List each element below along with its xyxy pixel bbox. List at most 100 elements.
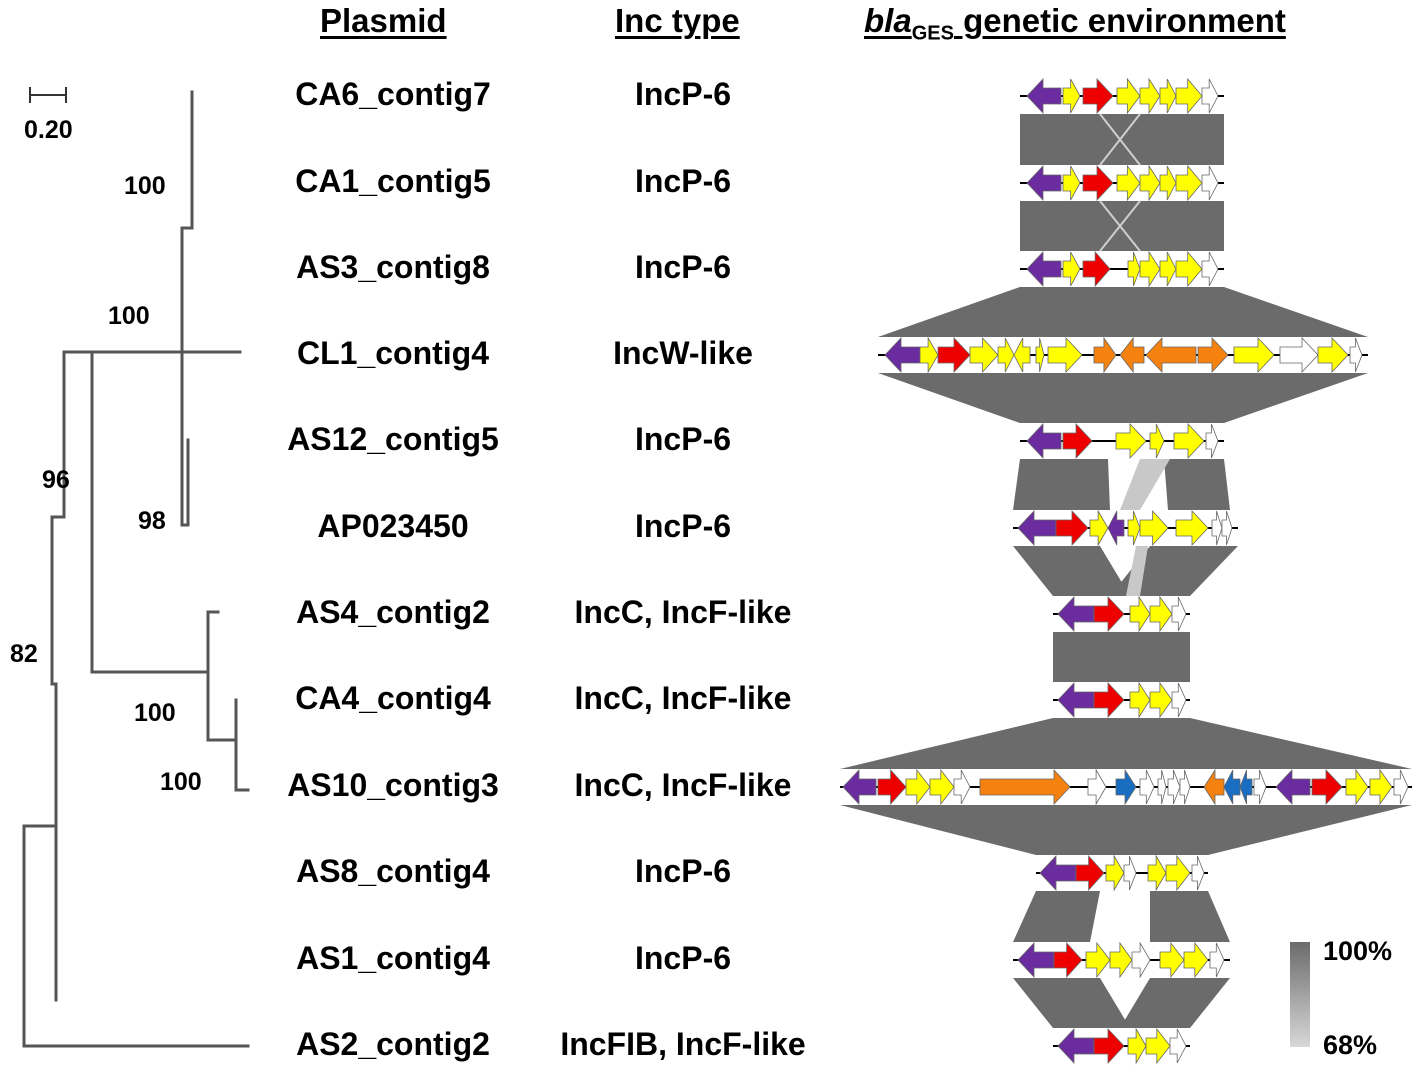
- inversion-line: [1099, 200, 1141, 252]
- gene-arrow: [1139, 769, 1155, 805]
- gene-arrow: [1223, 769, 1241, 805]
- gene-arrow: [1119, 336, 1145, 374]
- scale-bar-label: 0.20: [24, 116, 73, 144]
- gene-arrow: [1173, 422, 1205, 460]
- plasmid-name: AS4_contig2: [296, 594, 490, 630]
- gene-arrow: [1139, 250, 1161, 288]
- gene-arrow: [929, 768, 955, 806]
- bootstrap-label: 100: [134, 699, 176, 727]
- gene-arrow: [1039, 854, 1077, 892]
- gene-arrow: [1201, 165, 1219, 201]
- gene-arrow: [1087, 768, 1107, 806]
- identity-legend-bar: [1290, 942, 1310, 1047]
- gene-arrow: [969, 336, 999, 374]
- gene-arrow: [877, 768, 907, 806]
- homology-block: [1020, 114, 1224, 165]
- gene-arrow: [1116, 164, 1141, 202]
- gene-arrow: [1317, 336, 1349, 374]
- gene-map: [1036, 854, 1208, 892]
- gene-map: [1020, 422, 1224, 460]
- gene-arrow: [1026, 164, 1062, 202]
- inc-type: IncC, IncF-like: [574, 680, 792, 716]
- gene-arrow: [1105, 854, 1125, 892]
- header-env-italic: bla: [864, 2, 912, 39]
- header-inc-type: Inc type: [615, 2, 740, 39]
- gene-maps: [840, 77, 1412, 1065]
- gene-map: [1020, 250, 1224, 288]
- gene-arrow: [1149, 423, 1165, 459]
- inc-type: IncP-6: [634, 508, 732, 544]
- gene-arrow: [1062, 165, 1081, 201]
- plasmid-name: AS2_contig2: [296, 1026, 490, 1062]
- gene-arrow: [1139, 509, 1169, 547]
- gene-map: [1053, 595, 1190, 633]
- gene-arrow: [1107, 510, 1125, 546]
- gene-arrow: [1075, 854, 1105, 892]
- gene-arrow: [1311, 768, 1343, 806]
- gene-arrow: [953, 769, 971, 805]
- homology-block: [1053, 632, 1190, 682]
- plasmid-name: AS10_contig3: [287, 767, 499, 803]
- gene-arrow: [1082, 77, 1114, 115]
- gene-arrow: [1057, 595, 1095, 633]
- gene-arrow: [1175, 250, 1203, 288]
- gene-map: [1053, 681, 1190, 719]
- gene-arrow: [1115, 422, 1147, 460]
- gene-arrow: [1149, 595, 1173, 633]
- bootstrap-label: 100: [160, 768, 202, 796]
- homology-block: [1120, 459, 1170, 510]
- gene-arrow: [1179, 769, 1191, 805]
- inc-type: IncC, IncF-like: [574, 767, 792, 803]
- bootstrap-label: 82: [10, 640, 38, 668]
- gene-arrow: [1165, 854, 1191, 892]
- plasmid-name: CA6_contig7: [295, 76, 491, 112]
- gene-arrow: [1026, 422, 1062, 460]
- homology-block: [1120, 978, 1230, 1028]
- identity-legend-min: 68%: [1323, 1030, 1378, 1060]
- gene-arrow: [1191, 855, 1205, 891]
- gene-arrow: [1169, 1028, 1187, 1064]
- gene-arrow: [1116, 77, 1141, 115]
- gene-arrow: [1201, 78, 1219, 114]
- gene-arrow: [1057, 681, 1095, 719]
- homology-block: [1013, 891, 1100, 942]
- plasmid-name: CL1_contig4: [296, 335, 490, 371]
- inversion-line: [1099, 113, 1141, 166]
- inc-type: IncP-6: [634, 940, 732, 976]
- gene-arrow: [1171, 682, 1187, 718]
- gene-map: [1053, 1027, 1190, 1065]
- gene-arrow: [1393, 769, 1409, 805]
- gene-map: [840, 768, 1412, 806]
- gene-arrow: [1053, 941, 1083, 979]
- gene-arrow: [1139, 77, 1161, 115]
- header-plasmid: Plasmid: [320, 2, 447, 39]
- gene-arrow: [1062, 78, 1081, 114]
- gene-arrow: [1055, 509, 1089, 547]
- inc-type: IncP-6: [634, 853, 732, 889]
- inc-type: IncFIB, IncF-like: [560, 1026, 806, 1062]
- gene-arrow: [1062, 251, 1081, 287]
- gene-map: [1020, 164, 1224, 202]
- gene-arrow: [1197, 336, 1229, 374]
- gene-arrow: [1013, 337, 1031, 373]
- gene-arrow: [1369, 768, 1393, 806]
- gene-arrow: [1147, 854, 1167, 892]
- gene-arrow: [1127, 510, 1141, 546]
- homology-block: [1013, 459, 1110, 510]
- gene-arrow: [1115, 768, 1137, 806]
- gene-arrow: [1159, 941, 1185, 979]
- plasmid-name: AP023450: [317, 508, 469, 544]
- gene-arrow: [997, 337, 1015, 373]
- homology-blocks: [840, 113, 1412, 1028]
- gene-arrow: [905, 768, 931, 806]
- gene-arrow: [884, 336, 921, 374]
- gene-map: [878, 336, 1368, 374]
- phylogenetic-tree: [22, 87, 250, 1048]
- gene-arrow: [1123, 855, 1137, 891]
- gene-map: [1020, 77, 1224, 115]
- gene-arrow: [1127, 251, 1141, 287]
- scale-bar: [29, 87, 67, 103]
- gene-arrow: [1167, 769, 1181, 805]
- gene-map: [1013, 509, 1238, 547]
- homology-block: [1013, 978, 1130, 1028]
